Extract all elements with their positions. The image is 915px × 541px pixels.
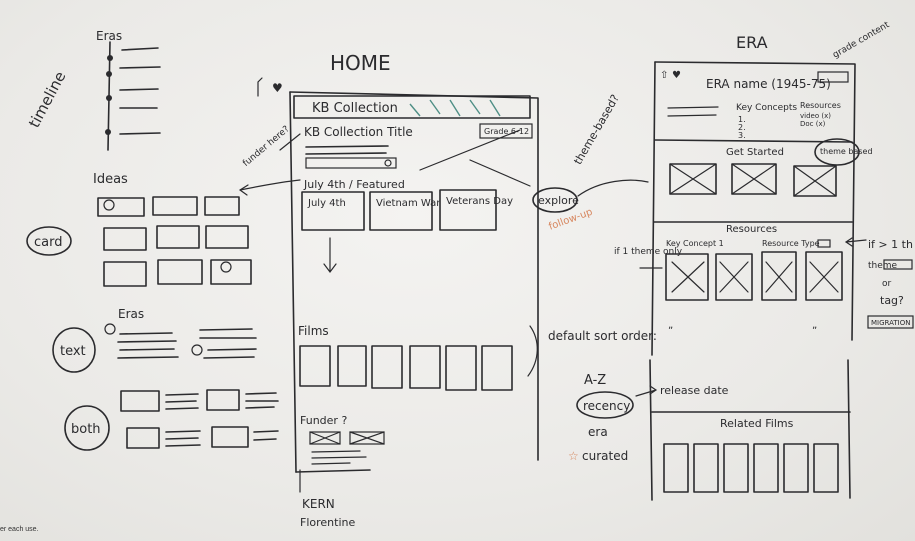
resources-label: Resources: [800, 101, 841, 110]
footer-note: er each use.: [0, 526, 39, 533]
ideas-heading: Ideas: [93, 172, 128, 187]
tag-label: tag?: [880, 294, 904, 307]
florentine-label: Florentine: [300, 516, 355, 529]
grade-content-note: grade content: [831, 20, 891, 61]
sort-option-recency: recency: [583, 399, 630, 413]
get-started-label: Get Started: [726, 147, 784, 158]
featured-label: July 4th / Featured: [303, 178, 405, 191]
home-wireframe: HOME ♥ KB Collection KB Collection Title…: [241, 51, 538, 529]
sort-order-notes: default sort order: A-Z recency release …: [528, 326, 729, 463]
related-films-label: Related Films: [720, 417, 794, 430]
eras-text-heading: Eras: [118, 307, 144, 321]
svg-text:„: „: [668, 320, 673, 331]
heart-icon[interactable]: ♥: [672, 70, 681, 81]
funders-label: Funder ?: [300, 414, 347, 427]
sort-option-curated: curated: [582, 449, 628, 463]
card-grid-sketch: [98, 197, 251, 286]
concept-item: 3.: [738, 131, 746, 140]
if-more-themes: if > 1 th: [868, 238, 913, 251]
era-name: ERA name (1945-75): [706, 77, 831, 91]
explore-label[interactable]: explore: [538, 194, 579, 207]
theme-note: theme-based?: [571, 92, 622, 167]
migration-tag[interactable]: MIGRATION: [871, 319, 910, 327]
sort-option-era: era: [588, 425, 608, 439]
films-row: [300, 346, 512, 390]
both-label: both: [71, 422, 101, 437]
theme-based-label: theme based: [820, 147, 873, 156]
release-date-label: release date: [660, 384, 729, 397]
eras-heading: Eras: [96, 29, 122, 43]
resource-line: Doc (x): [800, 120, 826, 128]
key-concepts-label: Key Concepts: [736, 103, 797, 113]
films-label: Films: [298, 324, 329, 338]
banner-label: KB Collection: [312, 101, 398, 116]
card-label: card: [34, 235, 62, 250]
sort-option-a-z: A-Z: [584, 373, 606, 388]
card-label: Vietnam War: [376, 198, 441, 209]
resource-line: video (x): [800, 112, 831, 120]
card-label: July 4th: [307, 198, 346, 209]
home-title: HOME: [330, 51, 391, 75]
both-sketch: [121, 390, 278, 448]
text-label: text: [60, 344, 86, 359]
if-one-theme: if 1 theme only: [614, 247, 683, 257]
heart-icon: ♥: [272, 81, 283, 95]
left-panel: timeline Eras Ideas card Eras: [25, 29, 278, 450]
share-icon[interactable]: ⇧: [660, 70, 668, 81]
kern-label: KERN: [302, 497, 335, 511]
grade-badge: Grade 6-12: [484, 127, 529, 136]
or-label: or: [882, 279, 892, 289]
svg-text:„: „: [812, 320, 817, 331]
featured-cards: July 4th Vietnam War Veterans Day: [302, 190, 513, 230]
timeline-label: timeline: [25, 68, 70, 130]
star-icon: ☆: [568, 449, 579, 463]
era-wireframe: ERA ⇧ ♥ ERA name (1945-75) grade content…: [614, 20, 913, 500]
follow-up-note: follow-up: [547, 207, 594, 233]
era-title: ERA: [736, 33, 768, 52]
resource-type-filter[interactable]: Resource Type: [762, 239, 820, 248]
collection-title: KB Collection Title: [304, 125, 413, 139]
card-label: Veterans Day: [446, 196, 513, 207]
sort-default-label: default sort order:: [548, 329, 657, 343]
resources-heading: Resources: [726, 224, 777, 235]
